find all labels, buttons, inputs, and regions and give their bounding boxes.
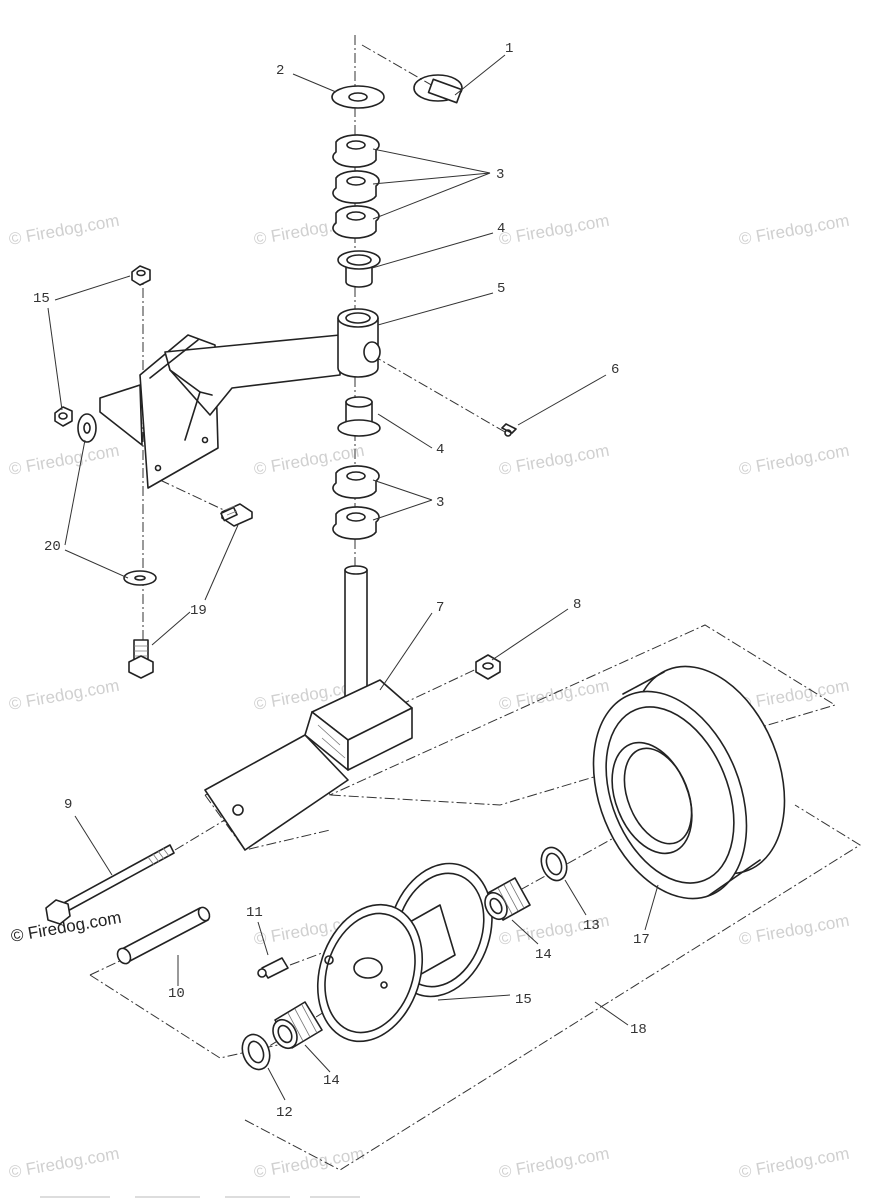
wheel-hub [316,862,493,1043]
callout-1: 1 [505,41,513,57]
watermark: © Firedog.com [737,211,850,249]
callout-15-bracket: 15 [33,291,50,307]
callout-8: 8 [573,597,581,613]
watermark: © Firedog.com [7,441,120,479]
needle-bearing-left [272,1001,323,1050]
locknut [475,654,501,680]
callout-4-upper: 4 [497,221,505,237]
grease-fitting-hub [257,957,289,979]
grease-fitting-arm [501,423,517,437]
spacer [332,134,380,168]
callout-17: 17 [633,932,650,948]
tire [592,665,786,900]
callout-10: 10 [168,986,185,1002]
callout-2: 2 [276,63,284,79]
spacer [332,465,380,499]
callout-9: 9 [64,797,72,813]
callout-4-lower: 4 [436,442,444,458]
spacer [332,506,380,540]
callout-14-right: 14 [535,947,552,963]
callout-labels: 1 2 3 4 5 6 4 3 7 8 9 10 11 12 13 14 14 … [33,41,650,1121]
bearing-race-left [241,1033,271,1071]
callout-19: 19 [190,603,207,619]
callout-20: 20 [44,539,61,555]
watermark: © Firedog.com [7,211,120,249]
watermark: © Firedog.com [737,441,850,479]
spacer-set-upper [332,134,380,239]
watermark: © Firedog.com [497,211,610,249]
lower-washer [123,570,157,586]
callout-3-lower: 3 [436,495,444,511]
callout-14-left: 14 [323,1073,340,1089]
callout-18: 18 [630,1022,647,1038]
callout-6: 6 [611,362,619,378]
hairpin-clip [413,74,463,104]
spacer [332,170,380,204]
spacer-tube [116,906,211,965]
flanged-bushing-upper [337,250,381,288]
watermark: © Firedog.com [497,676,610,714]
callout-15-hub: 15 [515,992,532,1008]
axle-bolt [45,844,175,925]
callout-11: 11 [246,905,263,921]
flanged-bushing-lower [337,396,381,437]
watermark: © Firedog.com [497,1144,610,1182]
needle-bearing-right [484,877,531,921]
watermark: © Firedog.com [252,1144,365,1182]
watermark: © Firedog.com [737,1144,850,1182]
caster-fork [204,565,413,851]
callout-13: 13 [583,918,600,934]
spacer-set-lower [332,465,380,540]
watermark: © Firedog.com [737,676,850,714]
watermark: © Firedog.com [7,1144,120,1182]
callout-3-upper: 3 [496,167,504,183]
bearing-race-right [540,846,568,882]
top-nut [131,265,151,286]
watermark: © Firedog.com [497,441,610,479]
side-nut [54,406,73,427]
callout-7: 7 [436,600,444,616]
leader-lines [47,54,659,1101]
side-washer [77,413,97,443]
watermark: © Firedog.com [737,911,850,949]
swivel-arm-bracket [99,308,381,489]
hex-bolt-short [220,503,253,527]
spacer [332,205,380,239]
callout-5: 5 [497,281,505,297]
watermark: © Firedog.com [7,676,120,714]
flat-washer [331,85,385,109]
hex-bolt-long [128,639,154,679]
callout-12: 12 [276,1105,293,1121]
